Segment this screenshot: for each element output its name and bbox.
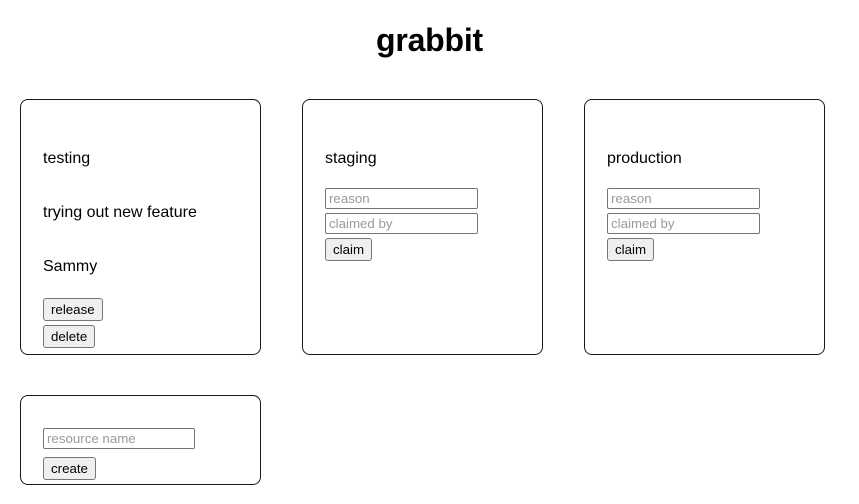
resource-name-label: staging	[325, 150, 377, 167]
reason-input[interactable]	[325, 188, 478, 209]
resource-card-list: testing trying out new feature Sammy rel…	[20, 99, 825, 355]
claim-form: claim	[607, 188, 802, 261]
resource-card-staging: staging claim	[302, 99, 543, 355]
resource-card-production: production claim	[584, 99, 825, 355]
claimed-by-input[interactable]	[607, 213, 760, 234]
resource-actions: release delete	[43, 298, 238, 348]
resource-card-testing: testing trying out new feature Sammy rel…	[20, 99, 261, 355]
claim-form: claim	[325, 188, 520, 261]
resource-reason-text: trying out new feature	[43, 204, 197, 221]
resource-name-label: production	[607, 150, 682, 167]
claim-button[interactable]: claim	[325, 238, 373, 261]
claimed-by-input[interactable]	[325, 213, 478, 234]
create-button[interactable]: create	[43, 457, 96, 480]
release-button[interactable]: release	[43, 298, 103, 321]
resource-name-input[interactable]	[43, 428, 195, 449]
create-resource-card: create	[20, 395, 261, 485]
reason-input[interactable]	[607, 188, 760, 209]
page-title: grabbit	[375, 22, 484, 58]
delete-button[interactable]: delete	[43, 325, 96, 348]
resource-claimed-by-text: Sammy	[43, 258, 98, 275]
claim-button[interactable]: claim	[607, 238, 655, 261]
resource-name-label: testing	[43, 150, 91, 167]
create-resource-form: create	[43, 418, 238, 480]
